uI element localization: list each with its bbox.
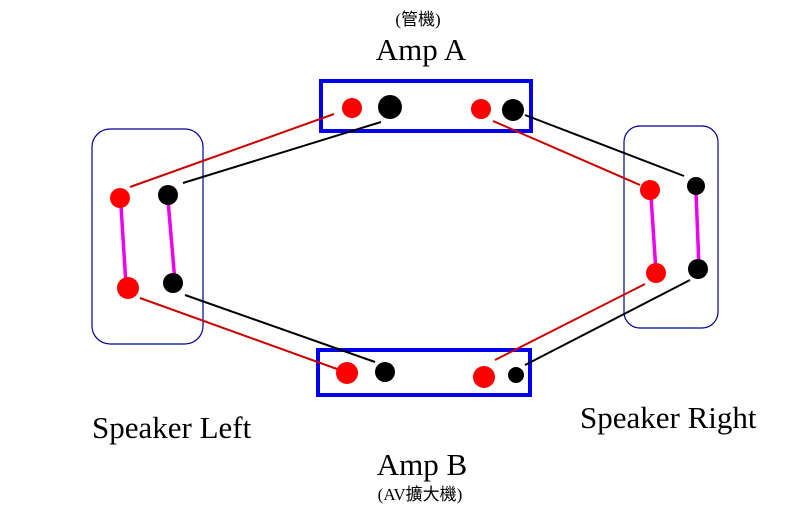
speaker-left-terminal-top-negative [158, 185, 178, 205]
amp-a-terminal-right-positive [471, 99, 491, 119]
speaker-left-label: Speaker Left [92, 410, 252, 445]
speaker-right-terminal-bottom-positive [646, 263, 666, 283]
jumper-left-positive [119, 205, 128, 286]
speaker-right-terminal-bottom-negative [688, 259, 708, 279]
amp-b-box [316, 348, 532, 397]
wire-amp-a-right-positive [492, 120, 641, 186]
jumper-left-negative [166, 199, 177, 283]
amp-a-box [319, 79, 533, 133]
speaker-left-terminal-top-positive [110, 188, 130, 208]
wire-amp-b-right-negative [524, 279, 691, 366]
speaker-left-terminal-bottom-positive [117, 277, 139, 299]
amp-b-terminal-right-positive [473, 366, 495, 388]
wire-amp-b-right-positive [494, 283, 646, 361]
wire-amp-a-left-positive [129, 113, 335, 188]
speaker-right-terminal-top-negative [687, 177, 705, 195]
amp-b-subtitle: (AV擴大機) [378, 485, 463, 504]
wire-amp-b-left-negative [184, 294, 376, 363]
speaker-right-terminal-top-positive [640, 180, 660, 200]
speaker-left-box [91, 128, 204, 345]
jumper-right-negative [694, 191, 701, 269]
amp-b-terminal-left-negative [375, 362, 395, 382]
amp-b-title: Amp B [377, 447, 467, 482]
amp-a-subtitle: (管機) [395, 10, 440, 29]
amp-a-terminal-right-negative [502, 99, 524, 121]
speaker-right-box [623, 125, 719, 329]
wire-amp-a-right-negative [524, 114, 685, 177]
amp-b-terminal-left-positive [336, 362, 358, 384]
amp-a-terminal-left-negative [378, 95, 402, 119]
amp-a-title: Amp A [376, 32, 467, 67]
jumper-right-positive [649, 195, 658, 273]
amp-a-terminal-left-positive [342, 98, 362, 118]
speaker-left-terminal-bottom-negative [163, 273, 183, 293]
wire-amp-a-left-negative [182, 121, 382, 184]
amp-b-terminal-right-negative [508, 367, 524, 383]
wire-amp-b-left-positive [139, 297, 338, 370]
speaker-right-label: Speaker Right [580, 400, 757, 435]
